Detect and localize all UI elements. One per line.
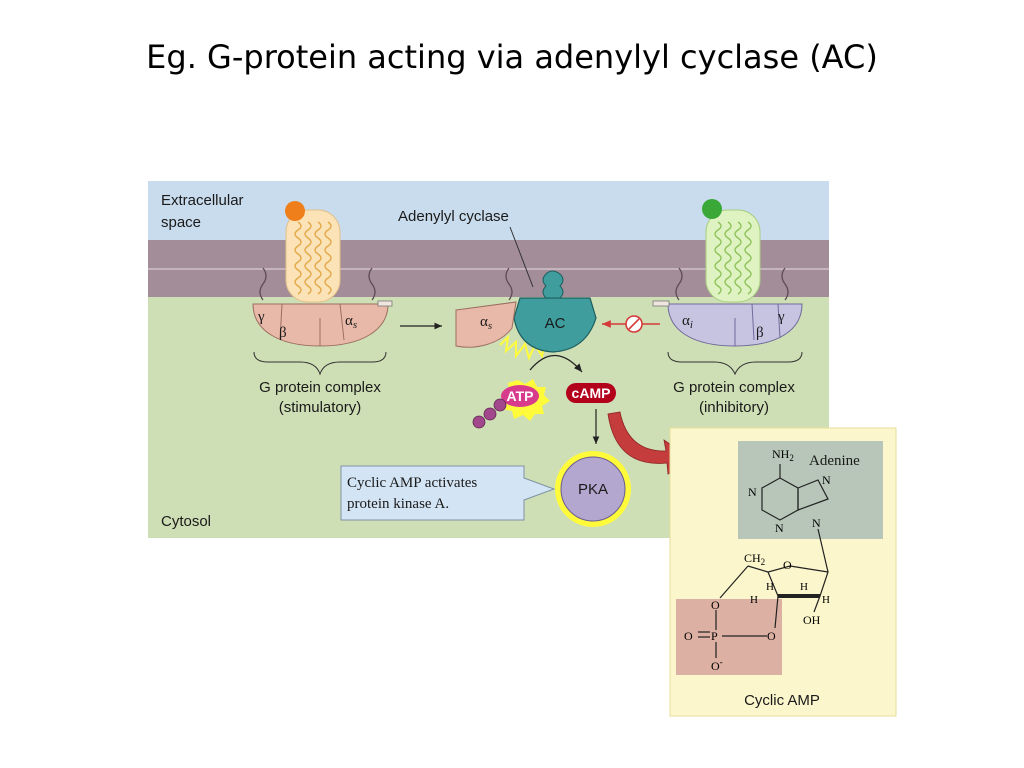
stim-complex-brace [253,351,387,376]
n3-label: N [775,521,784,535]
h-label-3: H [750,594,758,606]
camp-label: cAMP [572,385,611,401]
n7-label: N [822,473,831,487]
inhib-beta-label: β [756,325,764,341]
o3-label: O [767,629,776,643]
callout-line-2: protein kinase A. [347,496,449,512]
stim-alpha-label: αs [345,313,357,331]
inhibit-icon-slash [628,318,640,330]
moved-alpha-label: αs [480,314,492,332]
o-double-label: O [684,629,693,643]
n9-label: N [812,516,821,530]
phosphorus-label: P [711,629,718,643]
stim-complex-caption-2: (stimulatory) [279,399,362,416]
phosphate-box [676,599,782,675]
stim-beta-label: β [279,325,287,341]
inhib-alpha-label: αi [682,313,693,331]
ac-enzyme [513,297,597,353]
pka-label: PKA [578,481,608,498]
atp-label: ATP [507,388,534,404]
atp-molecule [501,385,539,407]
alpha-s-activated [455,301,517,348]
stim-gamma-label: γ [257,309,265,325]
h-label-2: H [800,581,808,593]
phosphate-2 [483,407,497,421]
ac-label: AC [545,315,566,332]
adenylyl-cyclase-label: Adenylyl cyclase [398,208,509,225]
o5-label: O [711,598,720,612]
oh-label: OH [803,613,821,627]
inhib-complex-caption-1: G protein complex [673,379,795,396]
phosphate-3 [472,415,486,429]
inhib-complex-caption-2: (inhibitory) [699,399,769,416]
ac-membrane-anchor [542,270,564,299]
stim-complex-caption-1: G protein complex [259,379,381,396]
ch2-label: CH2 [744,551,765,567]
nh2-label: NH2 [772,447,794,463]
stimulatory-ligand [285,201,305,221]
callout-line-1: Cyclic AMP activates [347,475,477,491]
slide-title: Eg. G-protein acting via adenylyl cyclas… [146,38,878,76]
adenylyl-cyclase-pointer [509,226,534,288]
inhibitory-g-protein [652,267,803,347]
callout-box [340,465,556,521]
glycosidic-bond [817,528,829,573]
stimulatory-receptor [285,209,341,303]
camp-molecule [566,383,616,403]
ring-oxygen-label: O [783,558,792,572]
inhib-complex-brace [667,351,803,376]
phosphate-1 [493,398,507,412]
h-label-4: H [822,594,830,606]
adenine-rings [761,464,829,521]
adenine-label: Adenine [809,453,860,469]
inhibitory-receptor [705,209,761,303]
pka-enzyme [560,456,626,522]
conversion-arrow [529,354,583,373]
n1-label: N [748,485,757,499]
o-minus-label: O- [711,657,723,673]
cyclic-amp-caption: Cyclic AMP [744,692,820,709]
alpha-s-anchor [505,267,513,301]
h-label-1: H [766,581,774,593]
stimulatory-g-protein [252,267,393,347]
cytosol-label: Cytosol [161,513,211,530]
inhibitory-ligand [702,199,722,219]
extracellular-label-1: Extracellular [161,192,244,209]
extracellular-label-2: space [161,214,201,231]
ribose-ring [698,565,829,658]
inhib-gamma-label: γ [777,309,785,325]
